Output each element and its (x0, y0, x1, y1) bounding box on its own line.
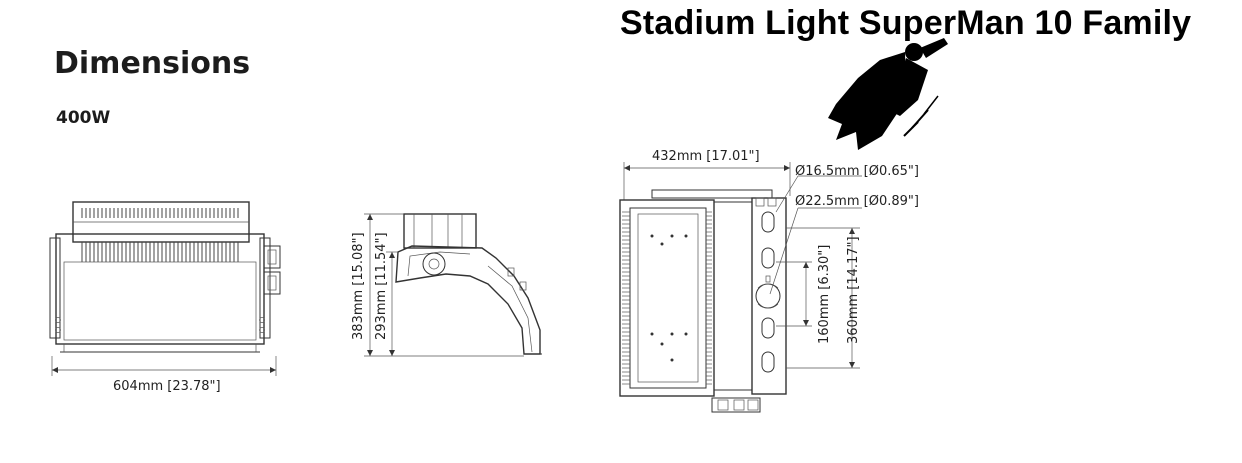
front-width-label: 604mm [23.78"] (113, 379, 221, 394)
front-view-drawing (49, 201, 281, 376)
side-view-drawing (364, 213, 542, 357)
product-title: Stadium Light SuperMan 10 Family (620, 4, 1192, 42)
back-width-label: 432mm [17.01"] (652, 149, 760, 164)
side-body-height-label: 293mm [11.54"] (374, 232, 389, 340)
hole-large-label: Ø22.5mm [Ø0.89"] (795, 194, 919, 209)
slot-spacing-label: 160mm [6.30"] (817, 245, 832, 344)
side-total-height-label: 383mm [15.08"] (351, 232, 366, 340)
power-rating-label: 400W (56, 108, 111, 128)
flying-superhero-icon (828, 38, 948, 150)
hole-small-label: Ø16.5mm [Ø0.65"] (795, 164, 919, 179)
bracket-height-label: 360mm [14.17"] (846, 236, 861, 344)
back-view-drawing (619, 162, 862, 413)
section-title: Dimensions (54, 46, 251, 81)
